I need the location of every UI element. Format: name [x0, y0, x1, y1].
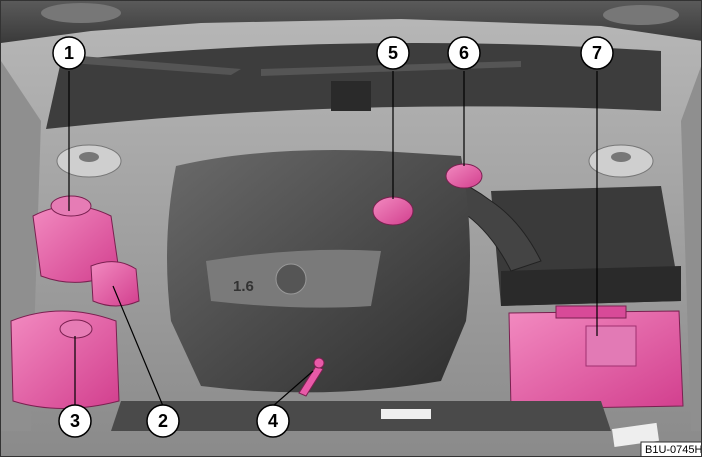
hood-hinge-left — [41, 3, 121, 23]
fender-right — [681, 66, 701, 431]
callout-7-label: 7 — [592, 43, 602, 63]
strut-top-left — [79, 152, 99, 162]
leader-line-2 — [112, 285, 164, 407]
wiper-arm-left — [71, 56, 241, 75]
bottom-sticker — [611, 422, 660, 447]
cowl-center-block — [331, 81, 371, 111]
washer-fluid-reservoir — [10, 310, 120, 409]
callout-3: 3 — [58, 404, 92, 438]
radiator-support — [111, 401, 611, 431]
hood-hinge-right — [603, 5, 679, 25]
battery-label — [585, 325, 637, 367]
callout-3-label: 3 — [70, 411, 80, 431]
image-ref-box — [640, 441, 701, 456]
brake-fluid-reservoir — [90, 261, 140, 307]
washer-cap — [59, 319, 93, 339]
coolant-cap — [50, 195, 92, 217]
oil-filler-cap — [372, 196, 414, 226]
callout-leaders — [68, 71, 598, 407]
callout-1: 1 — [52, 36, 86, 70]
callout-7: 7 — [580, 36, 614, 70]
callout-5: 5 — [376, 36, 410, 70]
air-filter-lower — [501, 266, 681, 306]
brand-logo — [275, 263, 307, 295]
callout-4: 4 — [256, 404, 290, 438]
image-ref-code: B1U-0745H — [645, 444, 702, 456]
callout-6: 6 — [447, 36, 481, 70]
callout-2-label: 2 — [158, 411, 168, 431]
strut-top-right — [611, 152, 631, 162]
callout-5-label: 5 — [388, 43, 398, 63]
dipstick-handle — [313, 357, 325, 369]
callout-1-label: 1 — [64, 43, 74, 63]
battery-terminal-cover — [555, 305, 627, 319]
oil-dipstick — [298, 365, 324, 397]
callout-6-label: 6 — [459, 43, 469, 63]
hood-underside — [1, 1, 701, 43]
engine-displacement-badge: 1.6 — [233, 278, 254, 295]
callout-4-label: 4 — [268, 411, 278, 431]
support-sticker — [381, 409, 431, 419]
callout-2: 2 — [146, 404, 180, 438]
power-steering-reservoir — [445, 163, 483, 189]
leader-line-4 — [272, 370, 314, 407]
